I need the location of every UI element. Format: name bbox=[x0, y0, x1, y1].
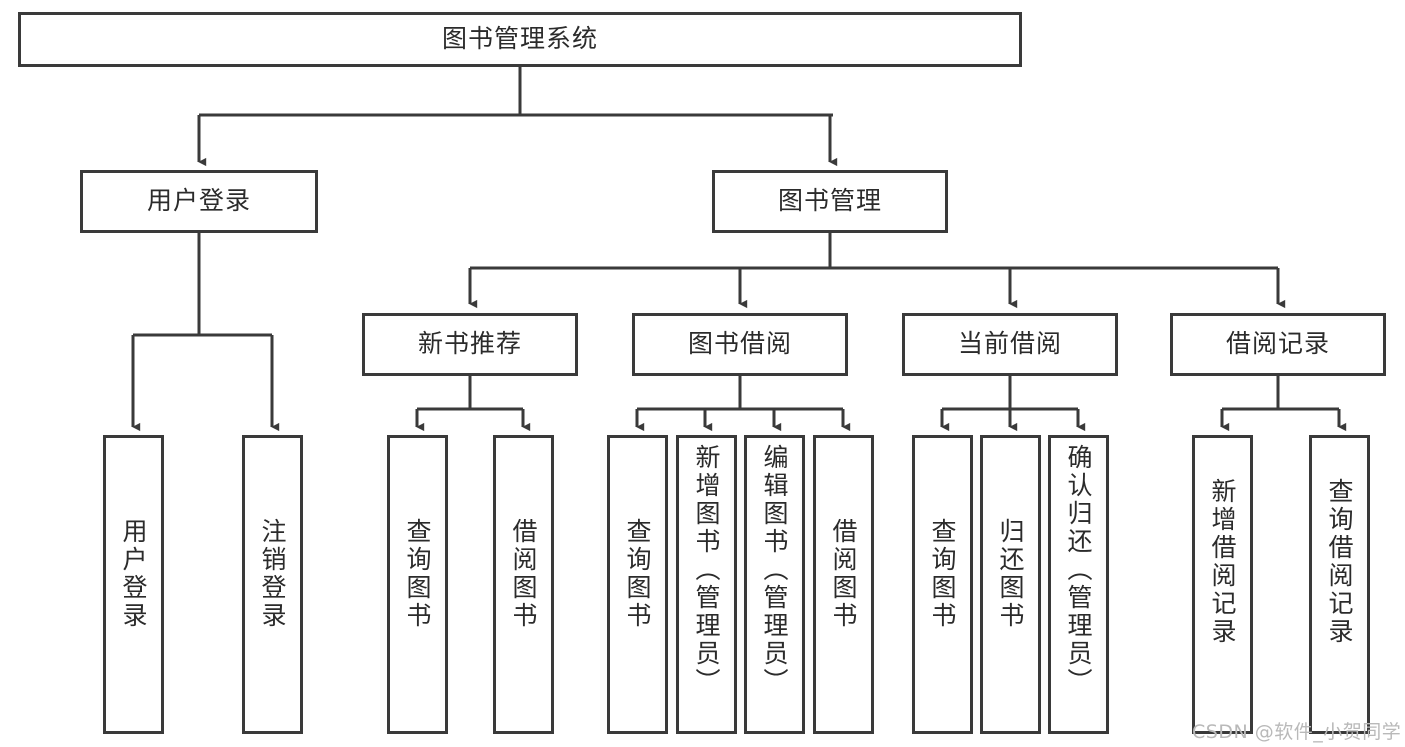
node-leaf-query-borrow-record-label: 查询借阅记录 bbox=[1325, 478, 1354, 646]
node-leaf-edit-book-label: 编辑图书（管理员） bbox=[760, 444, 789, 696]
node-current-borrow-label: 当前借阅 bbox=[957, 329, 1062, 359]
node-leaf-add-borrow-record[interactable]: 新增借阅记录 bbox=[1192, 435, 1253, 734]
node-current-borrow[interactable]: 当前借阅 bbox=[902, 313, 1118, 376]
node-book-management-label: 图书管理 bbox=[777, 186, 882, 216]
node-leaf-add-borrow-record-label: 新增借阅记录 bbox=[1208, 478, 1237, 646]
node-leaf-user-login-label: 用户登录 bbox=[119, 518, 148, 630]
node-leaf-query-book-borrow-label: 查询图书 bbox=[623, 518, 652, 630]
node-user-login-label: 用户登录 bbox=[146, 186, 251, 216]
node-leaf-query-book-borrow[interactable]: 查询图书 bbox=[607, 435, 668, 734]
node-leaf-add-book[interactable]: 新增图书（管理员） bbox=[676, 435, 737, 734]
bus-trim-mask bbox=[833, 108, 1405, 122]
node-leaf-confirm-return[interactable]: 确认归还（管理员） bbox=[1048, 435, 1109, 734]
node-book-borrow[interactable]: 图书借阅 bbox=[632, 313, 848, 376]
node-new-book-recommend[interactable]: 新书推荐 bbox=[362, 313, 578, 376]
node-leaf-user-login[interactable]: 用户登录 bbox=[103, 435, 164, 734]
node-leaf-edit-book[interactable]: 编辑图书（管理员） bbox=[744, 435, 805, 734]
node-leaf-logout-label: 注销登录 bbox=[258, 518, 287, 630]
node-leaf-return-book-label: 归还图书 bbox=[996, 518, 1025, 630]
node-book-borrow-label: 图书借阅 bbox=[687, 329, 792, 359]
node-leaf-query-book-current-label: 查询图书 bbox=[928, 518, 957, 630]
node-leaf-borrow-book[interactable]: 借阅图书 bbox=[813, 435, 874, 734]
node-root[interactable]: 图书管理系统 bbox=[18, 12, 1022, 67]
node-leaf-confirm-return-label: 确认归还（管理员） bbox=[1064, 444, 1093, 696]
node-leaf-query-book-current[interactable]: 查询图书 bbox=[912, 435, 973, 734]
node-leaf-return-book[interactable]: 归还图书 bbox=[980, 435, 1041, 734]
node-leaf-add-book-label: 新增图书（管理员） bbox=[692, 444, 721, 696]
node-leaf-borrow-book-recommend-label: 借阅图书 bbox=[509, 518, 538, 630]
node-borrow-record-label: 借阅记录 bbox=[1225, 329, 1330, 359]
watermark-text: CSDN @软件_小贺同学 bbox=[1192, 721, 1402, 743]
node-root-label: 图书管理系统 bbox=[441, 24, 598, 54]
node-leaf-query-borrow-record[interactable]: 查询借阅记录 bbox=[1309, 435, 1370, 734]
node-book-management[interactable]: 图书管理 bbox=[712, 170, 948, 233]
node-new-book-recommend-label: 新书推荐 bbox=[417, 329, 522, 359]
node-leaf-borrow-book-recommend[interactable]: 借阅图书 bbox=[493, 435, 554, 734]
node-leaf-query-book-recommend-label: 查询图书 bbox=[403, 518, 432, 630]
node-leaf-query-book-recommend[interactable]: 查询图书 bbox=[387, 435, 448, 734]
node-leaf-logout[interactable]: 注销登录 bbox=[242, 435, 303, 734]
node-borrow-record[interactable]: 借阅记录 bbox=[1170, 313, 1386, 376]
node-user-login[interactable]: 用户登录 bbox=[80, 170, 318, 233]
node-leaf-borrow-book-label: 借阅图书 bbox=[829, 518, 858, 630]
